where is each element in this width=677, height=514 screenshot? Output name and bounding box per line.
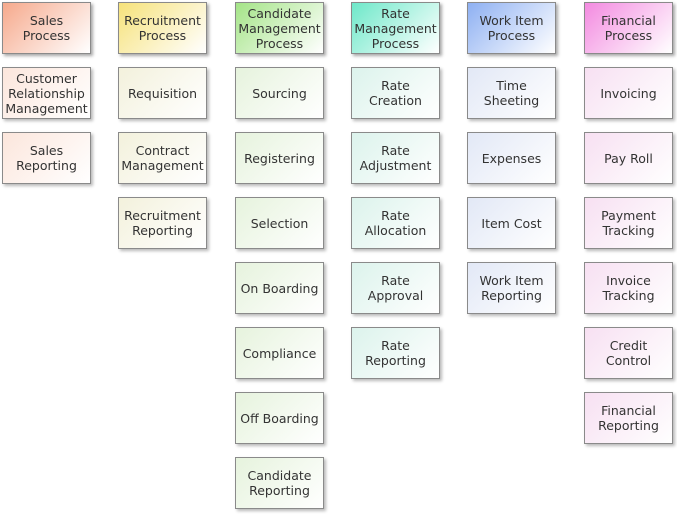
process-box-selection[interactable]: Selection <box>235 197 324 249</box>
process-box-label: Sales Reporting <box>16 143 77 173</box>
process-box-rate-approval[interactable]: Rate Approval <box>351 262 440 314</box>
process-box-recruitment-reporting[interactable]: Recruitment Reporting <box>118 197 207 249</box>
process-box-registering[interactable]: Registering <box>235 132 324 184</box>
process-box-label: Expenses <box>481 150 542 166</box>
process-box-label: Invoicing <box>600 85 657 101</box>
process-box-pay-roll[interactable]: Pay Roll <box>584 132 673 184</box>
process-box-label: Compliance <box>242 345 317 361</box>
process-box-label: Item Cost <box>481 215 542 231</box>
process-box-sales-reporting[interactable]: Sales Reporting <box>2 132 91 184</box>
header-financial[interactable]: Financial Process <box>584 2 673 54</box>
process-box-invoicing[interactable]: Invoicing <box>584 67 673 119</box>
header-candidate[interactable]: Candidate Management Process <box>235 2 324 54</box>
header-label: Candidate Management Process <box>238 5 321 51</box>
process-box-label: Candidate Reporting <box>247 468 312 498</box>
process-box-contract-management[interactable]: Contract Management <box>118 132 207 184</box>
process-box-label: Off Boarding <box>240 410 319 426</box>
header-label: Sales Process <box>22 13 71 43</box>
process-box-label: Requisition <box>127 85 198 101</box>
process-box-label: Rate Reporting <box>365 338 426 368</box>
process-box-sourcing[interactable]: Sourcing <box>235 67 324 119</box>
process-box-off-boarding[interactable]: Off Boarding <box>235 392 324 444</box>
process-box-label: Registering <box>244 150 315 166</box>
process-box-label: Work Item Reporting <box>479 273 544 303</box>
header-label: Work Item Process <box>479 13 544 43</box>
header-rate[interactable]: Rate Management Process <box>351 2 440 54</box>
process-box-customer-relationship-management[interactable]: Customer Relationship Management <box>2 67 91 119</box>
process-box-label: Customer Relationship Management <box>5 70 88 116</box>
process-box-label: Credit Control <box>605 338 652 368</box>
process-box-rate-adjustment[interactable]: Rate Adjustment <box>351 132 440 184</box>
process-box-rate-allocation[interactable]: Rate Allocation <box>351 197 440 249</box>
process-box-label: Recruitment Reporting <box>124 208 201 238</box>
header-sales[interactable]: Sales Process <box>2 2 91 54</box>
process-box-financial-reporting[interactable]: Financial Reporting <box>584 392 673 444</box>
process-box-expenses[interactable]: Expenses <box>467 132 556 184</box>
process-box-label: On Boarding <box>240 280 319 296</box>
process-box-label: Invoice Tracking <box>602 273 655 303</box>
process-box-requisition[interactable]: Requisition <box>118 67 207 119</box>
header-workitem[interactable]: Work Item Process <box>467 2 556 54</box>
process-box-payment-tracking[interactable]: Payment Tracking <box>584 197 673 249</box>
process-box-label: Selection <box>250 215 309 231</box>
process-box-on-boarding[interactable]: On Boarding <box>235 262 324 314</box>
process-box-label: Rate Allocation <box>364 208 427 238</box>
process-box-work-item-reporting[interactable]: Work Item Reporting <box>467 262 556 314</box>
process-box-label: Payment Tracking <box>601 208 656 238</box>
process-box-label: Rate Adjustment <box>359 143 432 173</box>
process-box-rate-reporting[interactable]: Rate Reporting <box>351 327 440 379</box>
process-box-label: Contract Management <box>121 143 204 173</box>
process-box-label: Pay Roll <box>604 150 653 166</box>
process-box-compliance[interactable]: Compliance <box>235 327 324 379</box>
process-box-label: Rate Approval <box>367 273 424 303</box>
header-recruitment[interactable]: Recruitment Process <box>118 2 207 54</box>
header-label: Rate Management Process <box>354 5 437 51</box>
process-box-invoice-tracking[interactable]: Invoice Tracking <box>584 262 673 314</box>
header-label: Recruitment Process <box>124 13 201 43</box>
process-box-candidate-reporting[interactable]: Candidate Reporting <box>235 457 324 509</box>
header-label: Financial Process <box>601 13 656 43</box>
process-box-time-sheeting[interactable]: Time Sheeting <box>467 67 556 119</box>
process-box-label: Sourcing <box>252 85 307 101</box>
process-box-label: Time Sheeting <box>483 78 540 108</box>
process-box-label: Rate Creation <box>369 78 422 108</box>
process-box-item-cost[interactable]: Item Cost <box>467 197 556 249</box>
process-box-credit-control[interactable]: Credit Control <box>584 327 673 379</box>
process-box-label: Financial Reporting <box>598 403 659 433</box>
process-box-rate-creation[interactable]: Rate Creation <box>351 67 440 119</box>
